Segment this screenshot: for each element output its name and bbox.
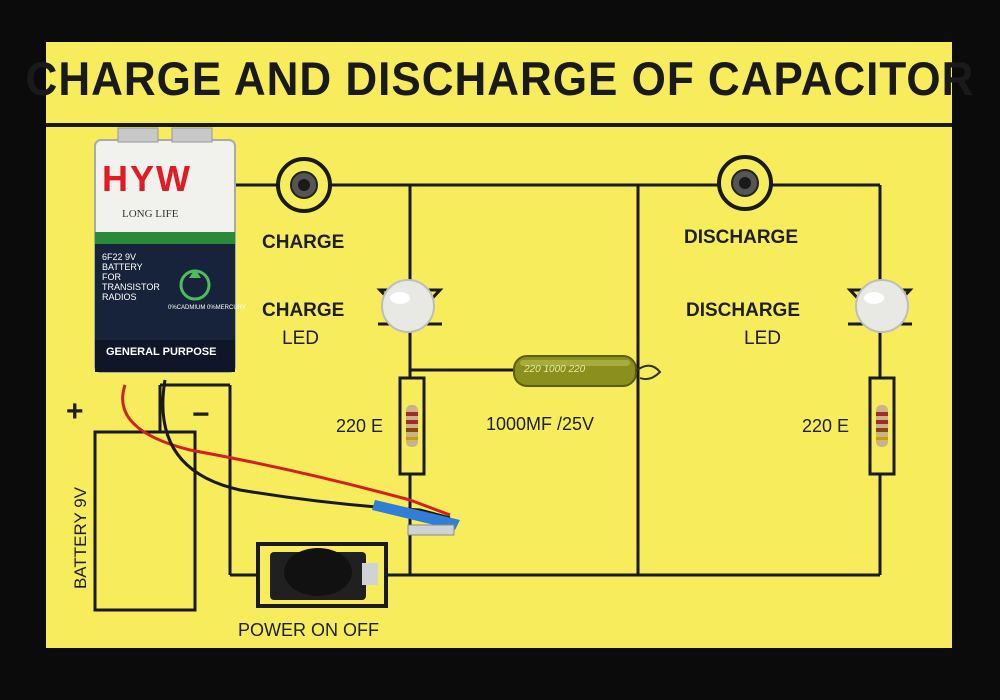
battery-spec-5: RADIOS — [102, 292, 137, 302]
discharge-led-label-line1: DISCHARGE — [686, 300, 801, 321]
battery-footer: GENERAL PURPOSE — [106, 346, 217, 358]
blue-tape — [372, 500, 460, 530]
battery-spec-1: 6F22 9V — [102, 252, 137, 262]
battery-label: BATTERY 9V — [71, 486, 90, 590]
charge-label: CHARGE — [262, 232, 345, 253]
charge-led-label-line2: LED — [282, 328, 319, 349]
charge-led — [376, 279, 444, 333]
battery-plus: + — [66, 395, 84, 428]
discharge-led — [846, 279, 914, 333]
power-switch[interactable] — [256, 542, 388, 608]
discharge-led-label-line2: LED — [744, 328, 781, 349]
resistor-right-label: 220 E — [802, 416, 850, 436]
resistor-left-label: 220 E — [336, 416, 384, 436]
capacitor-print: 220 1000 220 — [524, 364, 586, 375]
charge-led-label-line1: CHARGE — [262, 300, 345, 321]
wire-clip — [407, 524, 455, 536]
page-title: CHARGE AND DISCHARGE OF CAPACITOR — [25, 53, 975, 106]
battery-warning: 0%CADMIUM 0%MERCURY — [168, 305, 246, 311]
battery-spec-3: FOR — [102, 272, 121, 282]
resistor-right — [868, 376, 896, 476]
battery-spec-4: TRANSISTOR — [102, 282, 160, 292]
battery-9v — [94, 127, 236, 373]
battery-brand: HYW — [102, 158, 192, 199]
power-label: POWER ON OFF — [238, 620, 379, 640]
recycle-icon — [179, 269, 211, 301]
capacitor-label: 1000MF /25V — [486, 414, 595, 434]
resistor-left — [398, 376, 426, 476]
battery-tagline: LONG LIFE — [122, 208, 179, 220]
battery-minus: − — [192, 398, 210, 431]
red-wire — [121, 384, 451, 517]
battery-spec-2: BATTERY — [102, 262, 143, 272]
discharge-socket[interactable] — [717, 155, 773, 211]
charge-socket[interactable] — [276, 157, 332, 213]
discharge-label: DISCHARGE — [684, 227, 799, 248]
capacitor — [513, 355, 662, 387]
